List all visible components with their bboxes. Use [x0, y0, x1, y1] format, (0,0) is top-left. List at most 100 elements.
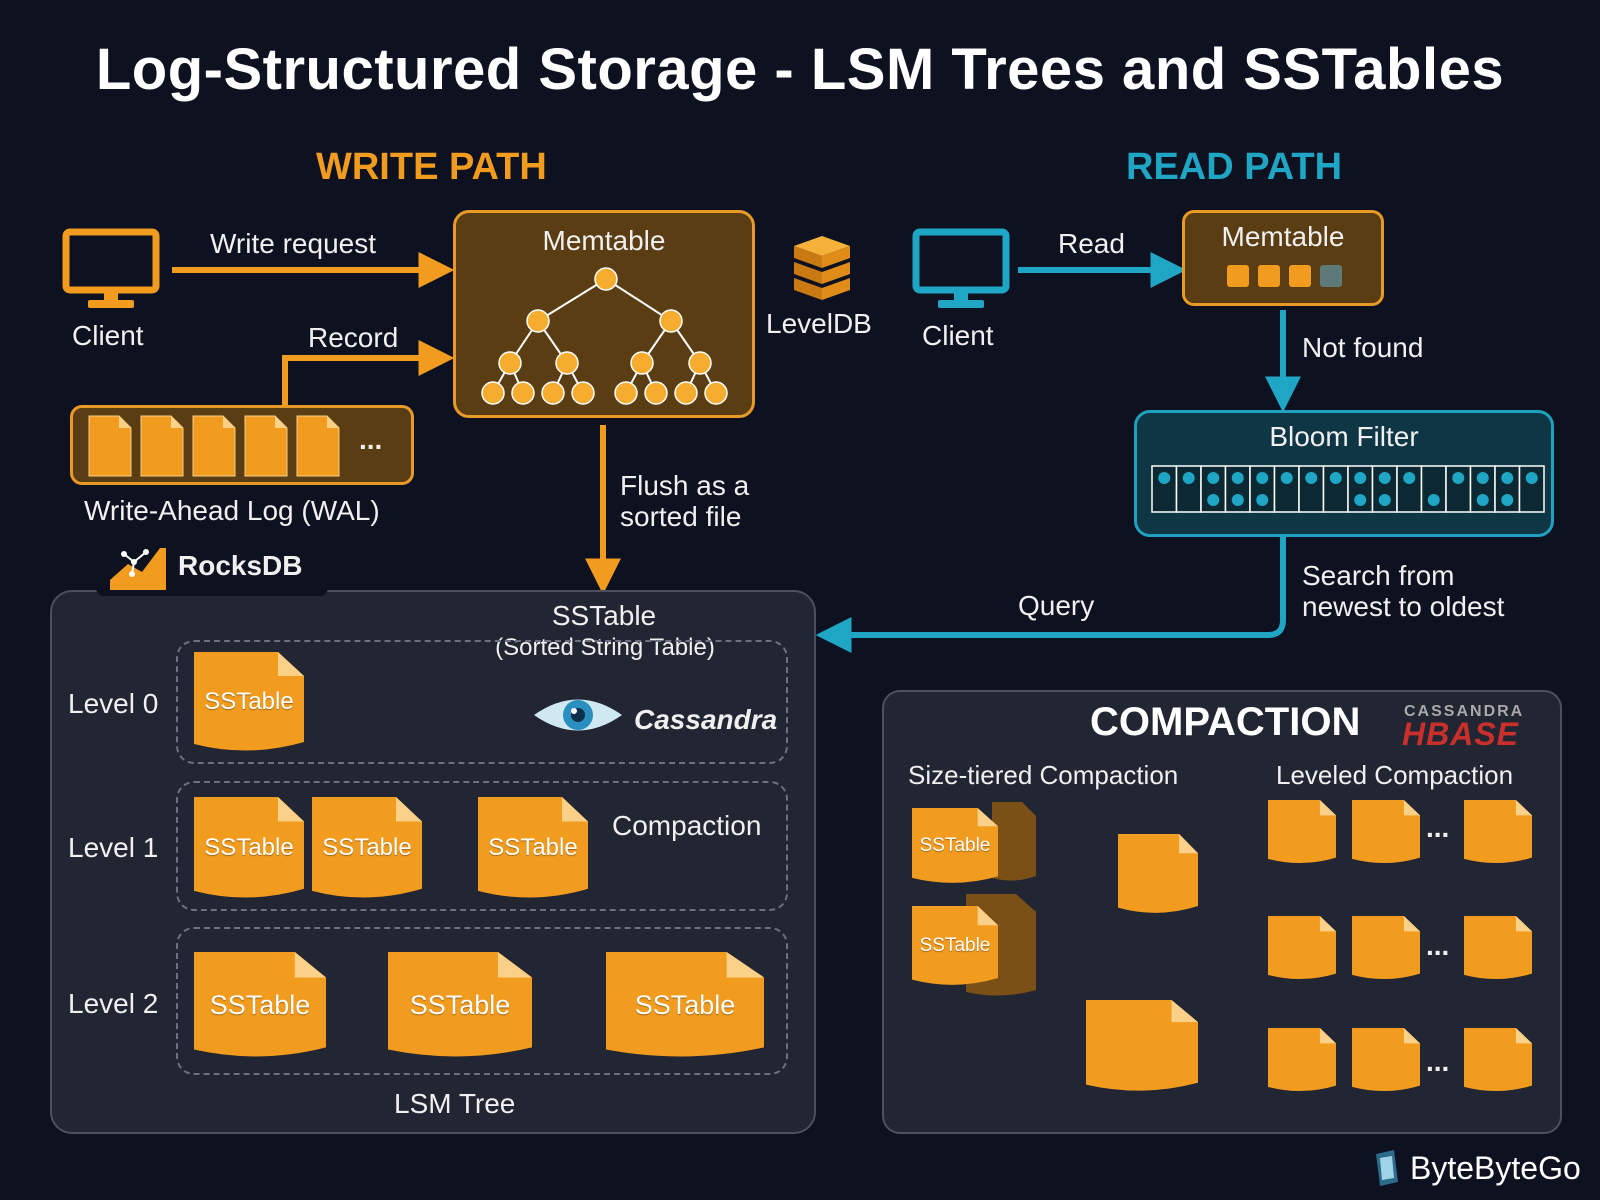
bloom-bit-set — [1378, 472, 1391, 484]
leveled-file-r1-c2 — [1352, 800, 1420, 864]
bloom-bit-cell — [1322, 465, 1349, 513]
tree-icon — [481, 267, 728, 405]
bloom-bit-set — [1354, 472, 1367, 484]
bloom-bit-set — [1427, 494, 1440, 506]
read-memtable-box: Memtable — [1182, 210, 1384, 306]
write-path-heading: WRITE PATH — [316, 146, 547, 188]
level-1-box — [176, 781, 788, 911]
cassandra-logo-text: CASSANDRA — [1404, 703, 1525, 720]
bloom-bit-set — [1403, 472, 1416, 484]
not-found-label: Not found — [1302, 332, 1424, 363]
record-label: Record — [308, 322, 399, 353]
bloom-bit-set — [1378, 494, 1391, 506]
wal-box: ... — [70, 405, 414, 485]
sstable-text: SSTable — [919, 835, 991, 856]
search-note-line-2: newest to oldest — [1302, 591, 1505, 622]
st-source-2: SSTable — [912, 906, 998, 986]
stacked-file-back-1 — [992, 802, 1036, 882]
st-merged-file — [1118, 834, 1198, 914]
leveled-file-r3-c3 — [1464, 1028, 1532, 1092]
page-title: Log-Structured Storage - LSM Trees and S… — [95, 37, 1505, 102]
sstable-text: SSTable — [409, 989, 511, 1020]
st-source-1: SSTable — [912, 808, 998, 884]
level-2-label: Level 2 — [68, 988, 159, 1019]
sstable-text: SSTable — [204, 834, 294, 861]
size-tiered-label: Size-tiered Compaction — [908, 760, 1179, 790]
sstable-text: SSTable — [209, 989, 311, 1020]
bloom-bits — [1151, 465, 1545, 513]
sstable-title: SSTable — [551, 600, 657, 631]
leveled-file-r1-c1 — [1268, 800, 1336, 864]
leveldb-label: LevelDB — [766, 308, 872, 339]
level-1-label: Level 1 — [68, 832, 159, 863]
wal-ellipsis: ... — [359, 424, 383, 455]
sstable-text: SSTable — [204, 688, 294, 715]
level-0-box — [176, 640, 788, 764]
flush-line-2: sorted file — [620, 501, 742, 532]
bloom-bit-set — [1354, 494, 1367, 506]
read-client-label: Client — [922, 320, 994, 351]
leveled-ellipsis-3: ... — [1426, 1046, 1450, 1077]
leveled-ellipsis-2: ... — [1426, 930, 1450, 961]
memtable-slots — [1227, 265, 1342, 287]
sstable-text: SSTable — [634, 989, 736, 1020]
bloom-bit-set — [1158, 472, 1171, 484]
bloom-bit-set — [1476, 472, 1489, 484]
rocksdb-icon — [110, 548, 166, 590]
lsm-compaction-label: Compaction — [612, 810, 762, 841]
flush-line-1: Flush as a — [620, 470, 750, 501]
cassandra-eye-icon — [530, 690, 626, 740]
sstable-subtitle: (Sorted String Table) — [495, 634, 715, 661]
leveled-file-r2-c1 — [1268, 916, 1336, 980]
bloom-bit-set — [1501, 494, 1514, 506]
bytebytego-logo-icon — [1372, 1148, 1402, 1188]
search-note-line-1: Search from — [1302, 560, 1455, 591]
bloom-bit-set — [1476, 494, 1489, 506]
wal-files-icon — [88, 415, 340, 477]
bloom-bit-set — [1452, 472, 1465, 484]
bloom-bit-set — [1329, 472, 1342, 484]
sstable-l0-1: SSTable — [194, 652, 304, 752]
sstable-text: SSTable — [322, 834, 412, 861]
leveled-file-r1-c3 — [1464, 800, 1532, 864]
cassandra-label: Cassandra — [634, 704, 778, 735]
sstable-l2-3: SSTable — [606, 952, 764, 1058]
bloom-filter-label: Bloom Filter — [1269, 421, 1419, 452]
sstable-l2-1: SSTable — [194, 952, 326, 1058]
sstable-l1-1: SSTable — [194, 797, 304, 899]
leveled-ellipsis-1: ... — [1426, 812, 1450, 843]
bloom-filter-box: Bloom Filter — [1134, 410, 1554, 537]
leveled-file-r3-c1 — [1268, 1028, 1336, 1092]
bloom-bit-set — [1525, 472, 1538, 484]
brand-label: ByteByteGo — [1410, 1150, 1581, 1186]
st-large-file — [1086, 1000, 1198, 1092]
bloom-bit-set — [1305, 472, 1318, 484]
write-client-label: Client — [72, 320, 144, 351]
bloom-bit-set — [1231, 494, 1244, 506]
wal-label: Write-Ahead Log (WAL) — [84, 495, 380, 526]
query-label: Query — [1018, 590, 1095, 621]
leveled-file-r2-c3 — [1464, 916, 1532, 980]
bloom-bit-set — [1182, 472, 1195, 484]
compaction-heading: COMPACTION — [1090, 700, 1361, 744]
leveled-file-r2-c2 — [1352, 916, 1420, 980]
write-request-label: Write request — [210, 228, 376, 259]
monitor-icon — [912, 228, 1012, 312]
hbase-logo-text: HBASE — [1402, 716, 1520, 752]
sstable-l1-merged: SSTable — [478, 797, 588, 899]
sstable-text: SSTable — [488, 834, 578, 861]
level-2-box — [176, 927, 788, 1075]
query-arrow — [815, 537, 1286, 653]
rocksdb-label: RocksDB — [178, 550, 303, 581]
lsm-tree-footer: LSM Tree — [394, 1088, 516, 1119]
monitor-icon — [62, 228, 162, 312]
level-0-label: Level 0 — [68, 688, 159, 719]
sstable-text: SSTable — [919, 935, 991, 956]
rocksdb-tab: RocksDB — [96, 540, 328, 596]
search-note: Search from newest to oldest — [1302, 560, 1504, 622]
read-memtable-label: Memtable — [1221, 221, 1345, 252]
bloom-bit-set — [1501, 472, 1514, 484]
write-memtable-label: Memtable — [542, 225, 666, 256]
sstable-l2-2: SSTable — [388, 952, 532, 1058]
bloom-bit-set — [1280, 472, 1293, 484]
